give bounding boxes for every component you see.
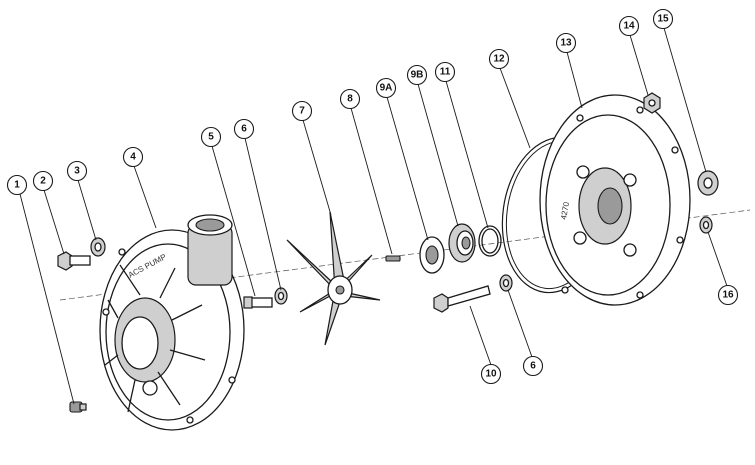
callout-10-label: 10 [485,369,497,380]
callout-8-label: 8 [347,94,353,105]
callout-5-label: 5 [208,132,214,143]
shaft-key [385,255,401,262]
callout-6a-label: 6 [241,124,247,135]
callout-16-label: 16 [722,290,734,301]
callout-2-label: 2 [40,176,46,187]
washer-3 [90,237,106,257]
callout-10: 10 [480,363,502,385]
callout-11-label: 11 [440,67,451,78]
bearing-9b [448,223,476,263]
cover-mark-text: 4270 [559,201,571,221]
back-cover-plate: 4270 [539,94,691,306]
washer-6a [274,287,288,305]
callout-3-label: 3 [74,166,80,177]
callout-16: 16 [717,284,739,306]
callout-14: 14 [618,15,640,37]
callout-15-label: 15 [657,14,669,25]
callout-14-label: 14 [623,21,635,32]
callout-8: 8 [339,88,361,110]
callout-6b-label: 6 [530,361,536,372]
callout-9a: 9A [375,77,397,99]
callout-4: 4 [122,146,144,168]
callout-3: 3 [66,160,88,182]
callout-6a: 6 [233,118,255,140]
callout-11: 11 [434,61,456,83]
callout-13: 13 [555,32,577,54]
long-bolt [433,285,491,313]
washer-6b [499,274,513,292]
callout-13-label: 13 [560,38,572,49]
washer-15 [697,170,719,196]
leader-lines [19,27,728,405]
housing-bolt [57,251,91,271]
callout-12-label: 12 [493,54,505,65]
impeller-screw [243,296,273,309]
o-ring-11 [478,225,502,257]
callout-7: 7 [291,100,313,122]
callout-9b-label: 9B [411,70,424,81]
callout-7-label: 7 [299,106,305,117]
callout-6b: 6 [522,355,544,377]
pump-housing: ACS PUMP [99,214,245,431]
callout-1: 1 [6,174,28,196]
callout-5: 5 [200,126,222,148]
nut-14 [643,92,661,114]
callout-4-label: 4 [130,152,136,163]
impeller [286,211,381,346]
callout-1-label: 1 [14,180,20,191]
callout-12: 12 [488,48,510,70]
callout-2: 2 [32,170,54,192]
callout-15: 15 [652,8,674,30]
washer-16 [699,216,713,234]
callout-9a-label: 9A [380,83,393,94]
drain-plug [69,401,87,413]
callout-9b: 9B [406,64,428,86]
seal-9a [419,236,445,274]
